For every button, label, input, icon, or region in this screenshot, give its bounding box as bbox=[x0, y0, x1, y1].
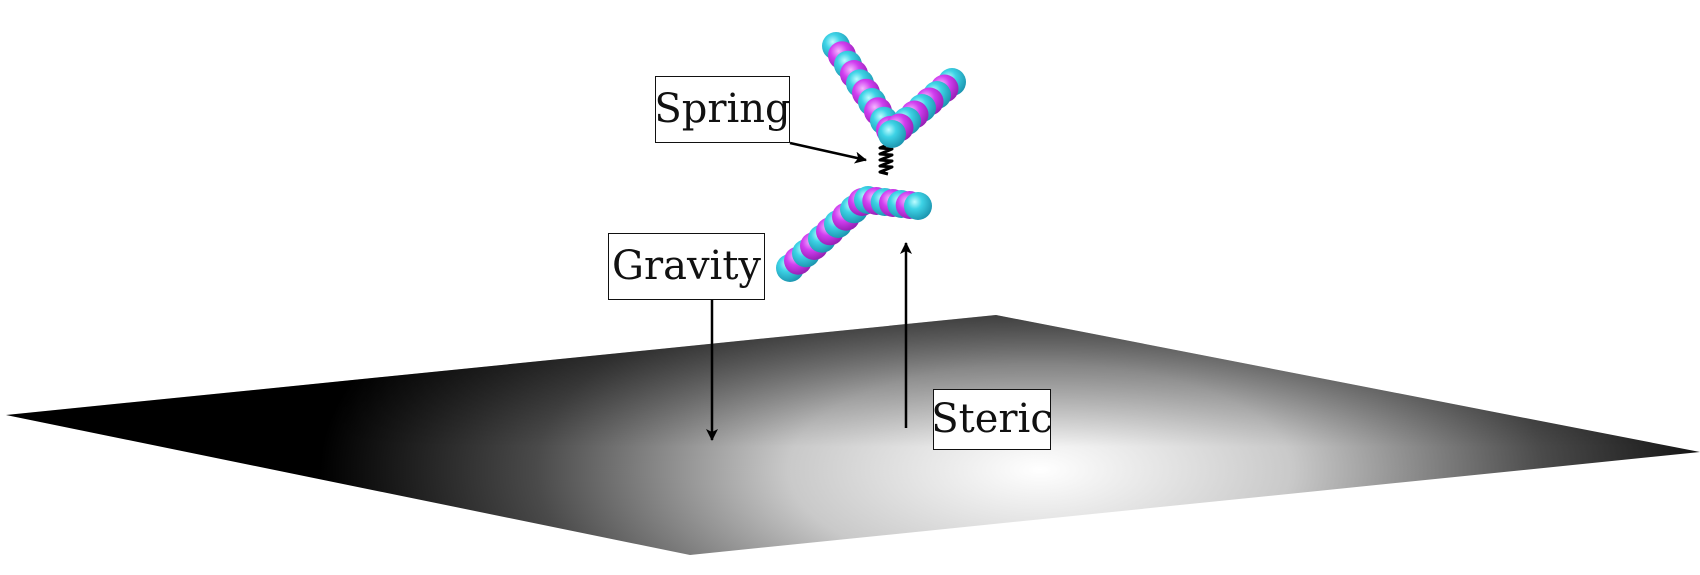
bead bbox=[878, 120, 906, 148]
steric-label: Steric bbox=[931, 389, 1053, 450]
spring-label: Spring bbox=[654, 76, 791, 143]
bead bbox=[904, 192, 932, 220]
gravity-label: Gravity bbox=[608, 233, 765, 300]
spring-coil bbox=[878, 142, 894, 176]
lower-molecule bbox=[776, 186, 932, 282]
upper-molecule bbox=[822, 32, 966, 148]
spring-arrow bbox=[789, 141, 867, 164]
surface-shading bbox=[6, 315, 1700, 555]
